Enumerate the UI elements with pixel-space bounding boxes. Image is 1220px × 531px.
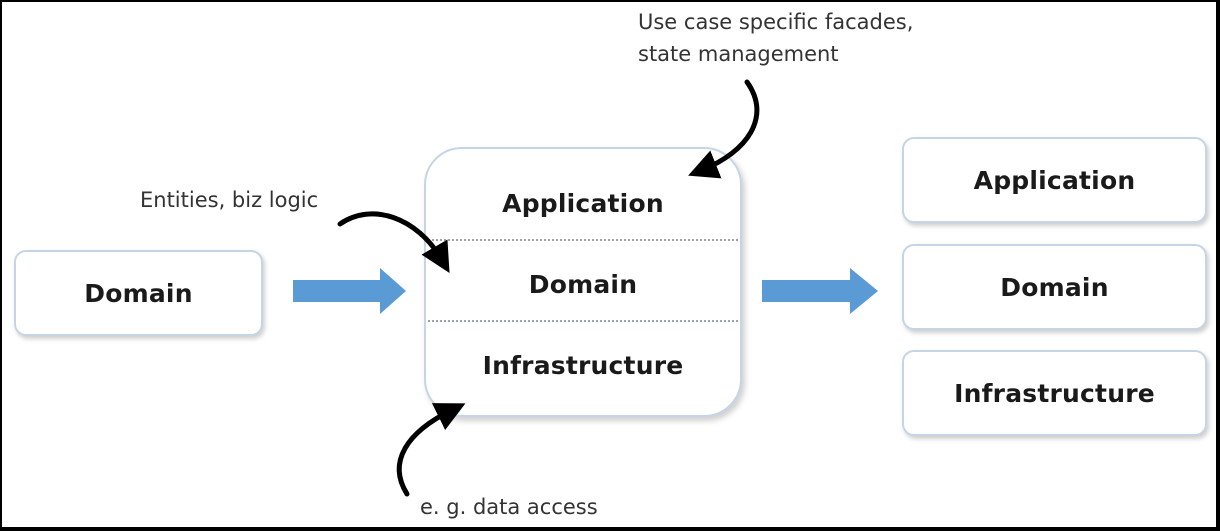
domain-box-right: Domain — [902, 244, 1207, 330]
annotation-facades-line2: state management — [638, 42, 839, 66]
application-box-right-label: Application — [973, 165, 1136, 195]
pointer-arrow-data-access — [396, 403, 466, 497]
infrastructure-box-right-label: Infrastructure — [954, 378, 1155, 408]
layer-infrastructure: Infrastructure — [426, 329, 740, 401]
annotation-data-access: e. g. data access — [420, 495, 598, 519]
domain-box-left-label: Domain — [84, 278, 193, 308]
layer-divider-top — [428, 239, 738, 241]
flow-arrow-right — [762, 268, 878, 314]
flow-arrow-left — [293, 268, 406, 314]
pointer-arrow-facades — [688, 79, 760, 179]
layer-application-label: Application — [502, 188, 664, 218]
layer-application: Application — [426, 167, 740, 239]
pointer-arrow-entities — [337, 211, 450, 273]
layer-infrastructure-label: Infrastructure — [482, 350, 684, 380]
application-box-right: Application — [902, 137, 1207, 223]
layer-domain-label: Domain — [528, 269, 638, 299]
annotation-entities: Entities, biz logic — [140, 188, 319, 212]
annotation-facades-line1: Use case specific facades, — [638, 10, 914, 34]
layer-divider-bottom — [428, 320, 738, 322]
infrastructure-box-right: Infrastructure — [902, 350, 1207, 436]
domain-box-left: Domain — [14, 250, 263, 336]
combined-layer-box: Application Domain Infrastructure — [424, 147, 742, 417]
domain-box-right-label: Domain — [1000, 272, 1109, 302]
layer-domain: Domain — [426, 248, 740, 320]
